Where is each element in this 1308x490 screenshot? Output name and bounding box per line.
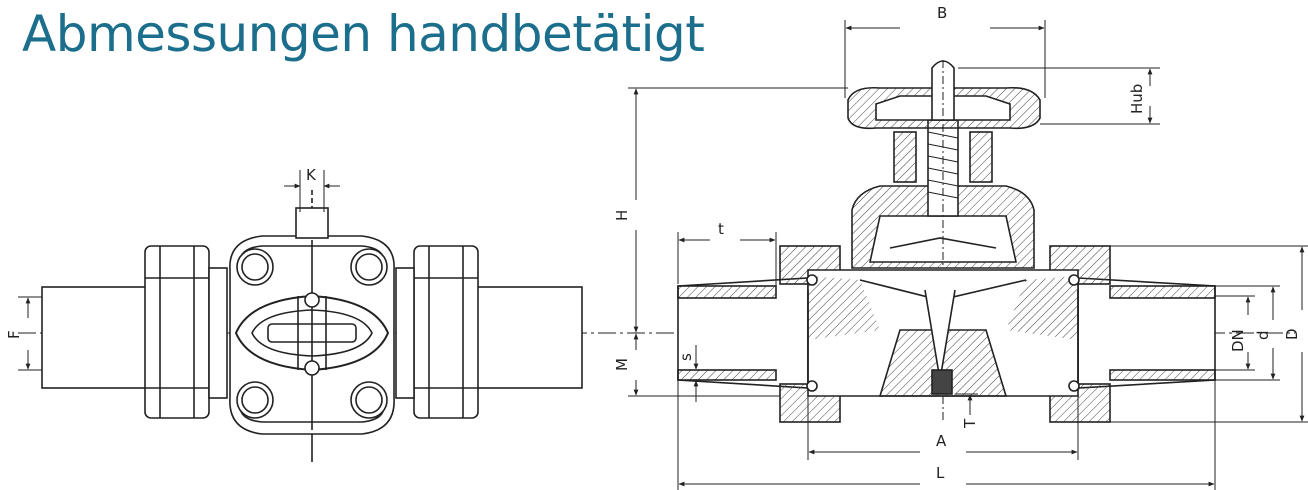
dim-label-F: F bbox=[5, 330, 23, 339]
dim-label-B: B bbox=[937, 4, 947, 22]
page-title: Abmessungen handbetätigt bbox=[22, 5, 705, 63]
left-pipe-left bbox=[41, 286, 155, 389]
dim-label-H: H bbox=[613, 210, 631, 221]
right-valve-section-view bbox=[677, 60, 1216, 423]
dim-label-A: A bbox=[936, 432, 947, 450]
stroke-indicator bbox=[931, 60, 955, 121]
union-nut-right bbox=[413, 245, 479, 419]
bottom-insert bbox=[931, 369, 953, 395]
dim-F bbox=[18, 296, 42, 371]
dim-A bbox=[807, 396, 1079, 460]
dim-DN-d-D bbox=[1110, 245, 1308, 423]
dim-label-T: T bbox=[961, 418, 979, 429]
dim-label-D: D bbox=[1283, 328, 1301, 340]
dim-t bbox=[677, 232, 777, 290]
dim-label-M: M bbox=[613, 358, 631, 371]
dim-H bbox=[628, 87, 848, 333]
dim-label-K: K bbox=[306, 166, 317, 184]
dim-L bbox=[677, 380, 1216, 490]
dim-B bbox=[844, 20, 1046, 98]
dim-label-Hub: Hub bbox=[1128, 84, 1146, 114]
left-valve-top-view bbox=[41, 190, 583, 462]
union-nut-left bbox=[144, 245, 210, 419]
dim-K bbox=[284, 170, 340, 212]
dim-label-s: s bbox=[677, 353, 695, 361]
left-stem-stub bbox=[295, 207, 329, 239]
left-pipe-right bbox=[469, 286, 583, 389]
dim-T bbox=[955, 393, 978, 415]
dim-label-d: d bbox=[1254, 330, 1272, 340]
dim-label-DN: DN bbox=[1229, 329, 1247, 352]
dim-label-L: L bbox=[936, 464, 945, 482]
dim-label-t: t bbox=[718, 220, 724, 238]
dim-Hub bbox=[958, 67, 1160, 125]
dim-M bbox=[628, 333, 780, 397]
